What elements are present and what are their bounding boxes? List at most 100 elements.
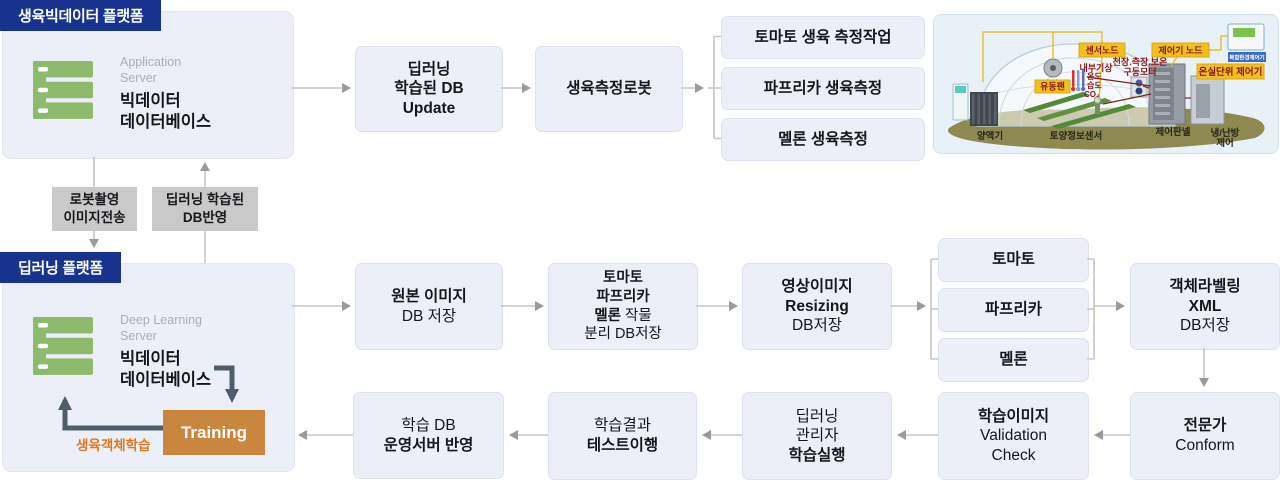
device-caption: 복합환경제어기	[1229, 54, 1264, 62]
thermometer-icons	[1071, 70, 1086, 92]
hvac-label-line2: 제어	[1216, 137, 1233, 149]
box-line: 파프리카	[596, 288, 650, 305]
server-stack-icon	[33, 317, 93, 375]
flow-box-original-image: 원본 이미지 DB 저장	[355, 263, 503, 350]
unit-controller-label: 온실단위 제어기	[1199, 66, 1263, 78]
box-line: XML	[1188, 297, 1222, 315]
connector-line: 이미지전송	[63, 210, 126, 225]
humidity-label: 습도	[1087, 80, 1102, 90]
flow-box-validation-check: 학습이미지 Validation Check	[938, 392, 1089, 480]
server-type-line: Server	[120, 329, 157, 344]
fan-label: 유동팬	[1040, 81, 1065, 92]
box-line: 토마토	[602, 270, 644, 287]
box-line: 학습결과	[593, 417, 652, 435]
server-name-line: 데이터베이스	[120, 370, 212, 389]
platform-bigdata-header: 생육빅데이터 플랫폼	[0, 0, 162, 31]
box-line: 객체라벨링	[1169, 278, 1241, 296]
server-type-line: Application	[120, 55, 182, 69]
server-type-line: Server	[120, 71, 157, 86]
flow-box-measure-robot: 생육측정로봇	[535, 46, 683, 132]
box-line: Conform	[1175, 437, 1235, 454]
platform-deeplearning-title: 딥러닝 플랫폼	[18, 260, 103, 277]
box-line: 파프리카 생육측정	[763, 79, 883, 97]
task-box-tomato: 토마토 생육 측정작업	[721, 16, 925, 59]
box-line: DB저장	[791, 317, 843, 335]
nutrient-machine	[952, 83, 998, 126]
training-box: Training	[163, 410, 265, 455]
box-line: 멜론 생육측정	[778, 130, 868, 148]
server-stack-icon	[33, 61, 93, 119]
box-line: 학습실행	[788, 446, 846, 464]
box-line: 학습 DB	[401, 416, 456, 434]
soil-sensor	[1093, 96, 1102, 114]
hvac-label-line1: 냉/난방	[1211, 127, 1240, 139]
box-line: 관리자	[795, 427, 839, 445]
connector-line: DB반영	[182, 210, 228, 225]
box-line: Validation	[980, 427, 1047, 445]
box-line: 생육측정로봇	[566, 80, 652, 98]
server-bigdata-label: Application Server 빅데이터 데이터베이스	[120, 54, 211, 133]
box-line: 학습된 DB	[394, 80, 464, 98]
connector-robot-upload: 로봇촬영 이미지전송	[52, 187, 137, 231]
box-line: 운영서버 반영	[383, 436, 474, 454]
flow-box-resizing: 영상이미지 Resizing DB저장	[742, 263, 892, 350]
crop-box-melon: 멜론	[938, 338, 1089, 382]
crop-box-paprika: 파프리카	[938, 288, 1089, 332]
training-caption: 생육객체학습	[76, 438, 151, 453]
server-name-line: 빅데이터	[120, 91, 181, 110]
box-line: 딥러닝	[407, 60, 451, 78]
crop-row	[1037, 98, 1112, 121]
controller-node-label: 제어기 노드	[1159, 45, 1204, 56]
crop-row	[1023, 92, 1090, 113]
box-line: Resizing	[785, 297, 849, 315]
nutrient-machine-label: 양액기	[977, 130, 1003, 142]
greenhouse-annotations: 내부기상 천장.측장.보온 구동모터 온도 습도 CO₂	[1079, 56, 1167, 99]
connector-line: 로봇촬영	[69, 191, 120, 207]
box-line: Update	[402, 99, 456, 117]
box-line: 멜론	[999, 351, 1028, 369]
platform-bigdata-title: 생육빅데이터 플랫폼	[18, 8, 144, 25]
crop-row	[1051, 104, 1136, 129]
box-line: 전문가	[1183, 417, 1227, 435]
flow-box-test-run: 학습결과 테스트이행	[548, 392, 697, 480]
box-line: 영상이미지	[781, 278, 853, 296]
box-line: 파프리카	[984, 301, 1043, 319]
server-name-line: 빅데이터	[120, 349, 181, 368]
sensor-wires	[982, 31, 1228, 101]
box-line: Check	[991, 446, 1036, 464]
box-line: DB저장	[1179, 317, 1231, 335]
box-line: 테스트이행	[586, 437, 659, 454]
control-wires	[1086, 76, 1191, 105]
greenhouse-labels: 센서노드 제어기 노드 온실단위 제어기 유동팬	[1034, 42, 1265, 94]
crop-box-tomato: 토마토	[938, 238, 1089, 282]
box-line: 분리 DB저장	[584, 326, 662, 343]
server-type-line: Deep Learning	[120, 313, 203, 327]
temp-label: 온도	[1087, 72, 1102, 81]
unit-controller-device: 복합환경제어기	[1227, 23, 1266, 62]
greenhouse-illustration: 복합환경제어기 센서노드	[933, 14, 1279, 154]
flow-box-training-exec: 딥러닝 관리자 학습실행	[742, 392, 892, 480]
server-name-line: 데이터베이스	[120, 112, 212, 131]
task-box-melon: 멜론 생육측정	[721, 118, 925, 161]
motor-label-line2: 구동모터	[1123, 66, 1156, 77]
soil-sensor-label: 토양정보센서	[1050, 130, 1102, 142]
indoor-weather-label: 내부기상	[1079, 62, 1113, 73]
flow-box-db-update: 딥러닝 학습된 DB Update	[355, 46, 503, 132]
box-line: 토마토 생육 측정작업	[754, 28, 892, 46]
hvac-unit	[1190, 75, 1225, 125]
box-line: DB 저장	[401, 307, 457, 325]
box-line: 딥러닝	[795, 407, 839, 425]
box-line: 학습이미지	[977, 407, 1050, 425]
equipment-labels: 양액기 토양정보센서 제어판넬 냉/난방 제어	[977, 126, 1240, 149]
connector-line: 딥러닝 학습된	[165, 191, 245, 207]
fan-icon	[1043, 58, 1063, 78]
server-deeplearning-label: Deep Learning Server 빅데이터 데이터베이스	[120, 312, 211, 391]
task-box-paprika: 파프리카 생육측정	[721, 67, 925, 110]
connector-db-reflect: 딥러닝 학습된 DB반영	[152, 187, 258, 231]
box-line: 토마토	[992, 251, 1035, 269]
sensor-node-label: 센서노드	[1085, 45, 1119, 56]
platform-deeplearning-header: 딥러닝 플랫폼	[0, 252, 121, 283]
